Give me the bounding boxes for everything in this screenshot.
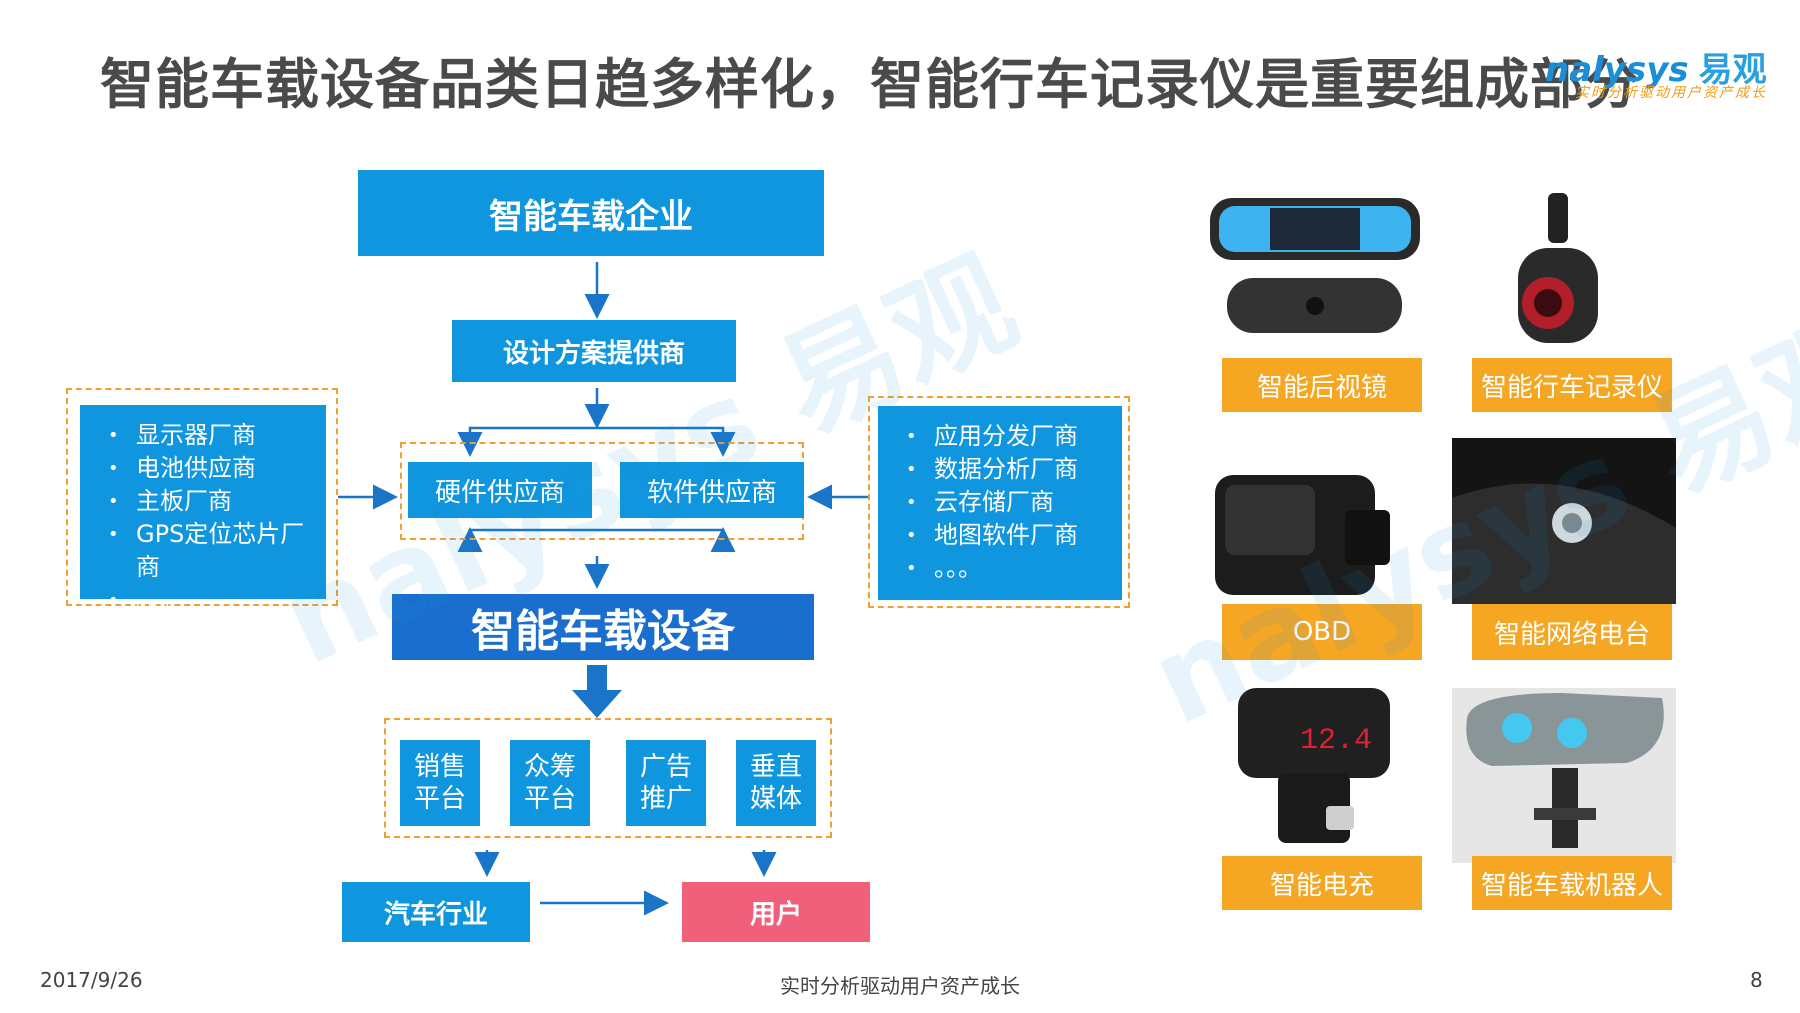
list-item: 主板厂商 (124, 485, 308, 518)
channel-line: 销售 (414, 751, 466, 783)
list-item: 应用分发厂商 (922, 420, 1104, 453)
rearview-mirror-icon (1205, 188, 1425, 348)
list-item: 电池供应商 (124, 452, 308, 485)
caption-vehicle-robot: 智能车载机器人 (1472, 856, 1672, 910)
smart-vehicle-enterprise-box: 智能车载企业 (358, 170, 824, 256)
footer-slogan: 实时分析驱动用户资产成长 (780, 970, 1020, 999)
channel-line: 平台 (524, 783, 576, 815)
rearview-mirror-photo (1205, 188, 1425, 348)
vehicle-robot-photo (1452, 688, 1676, 863)
list-item: 显示器厂商 (124, 419, 308, 452)
channel-ad-promotion: 广告推广 (626, 740, 706, 826)
channel-line: 众筹 (524, 751, 576, 783)
channel-line: 垂直 (750, 751, 802, 783)
channel-line: 广告 (640, 751, 692, 783)
list-item: 云存储厂商 (922, 486, 1104, 519)
list-item: 数据分析厂商 (922, 453, 1104, 486)
channel-crowdfunding-platform: 众筹平台 (510, 740, 590, 826)
channel-line: 平台 (414, 783, 466, 815)
user-box: 用户 (682, 882, 870, 942)
dashcam-icon (1488, 188, 1638, 348)
channel-vertical-media: 垂直媒体 (736, 740, 816, 826)
caption-smart-charger: 智能电充 (1222, 856, 1422, 910)
list-item: 地图软件厂商 (922, 519, 1104, 552)
channel-line: 推广 (640, 783, 692, 815)
software-vendor-list: 应用分发厂商 数据分析厂商 云存储厂商 地图软件厂商 。。。 (878, 406, 1122, 600)
vehicle-robot-icon (1452, 688, 1676, 863)
dashcam-photo (1488, 188, 1638, 348)
footer-page-number: 8 (1750, 968, 1763, 992)
list-item: 。。。 (922, 552, 1104, 585)
auto-industry-box: 汽车行业 (342, 882, 530, 942)
channel-line: 媒体 (750, 783, 802, 815)
channel-sales-platform: 销售平台 (400, 740, 480, 826)
caption-rearview-mirror: 智能后视镜 (1222, 358, 1422, 412)
charger-display: 12.4 (1300, 724, 1372, 758)
footer-date: 2017/9/26 (40, 968, 143, 992)
